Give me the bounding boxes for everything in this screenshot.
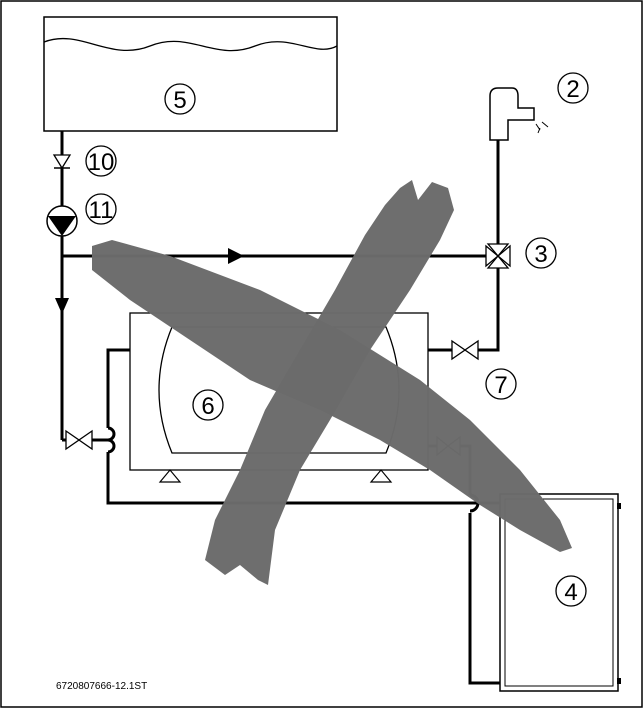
valve-7: 7 bbox=[451, 339, 517, 400]
label-4: 4 bbox=[564, 579, 577, 606]
label-3: 3 bbox=[534, 241, 547, 268]
label-6: 6 bbox=[201, 393, 214, 420]
return-pipe bbox=[106, 452, 465, 505]
flow-arrow-right-icon bbox=[228, 248, 244, 264]
tank-5: 5 bbox=[43, 16, 338, 132]
cross-out-mark bbox=[92, 180, 572, 585]
label-11: 11 bbox=[89, 197, 114, 224]
flow-arrow-down-icon bbox=[55, 298, 69, 314]
valve-left bbox=[65, 429, 93, 451]
hot-pipe-right bbox=[478, 266, 500, 352]
label-10: 10 bbox=[88, 149, 115, 176]
document-code: 6720807666-12.1ST bbox=[56, 681, 147, 692]
storage-left-upper bbox=[106, 348, 130, 428]
label-7: 7 bbox=[494, 372, 507, 399]
collector-return bbox=[468, 513, 500, 685]
check-valve-10: 10 bbox=[52, 145, 117, 177]
pump-11: 11 bbox=[46, 193, 117, 237]
mixing-valve-3: 3 bbox=[485, 237, 557, 269]
tap-2: 2 bbox=[489, 72, 589, 141]
label-2: 2 bbox=[566, 76, 579, 103]
label-5: 5 bbox=[173, 87, 186, 114]
